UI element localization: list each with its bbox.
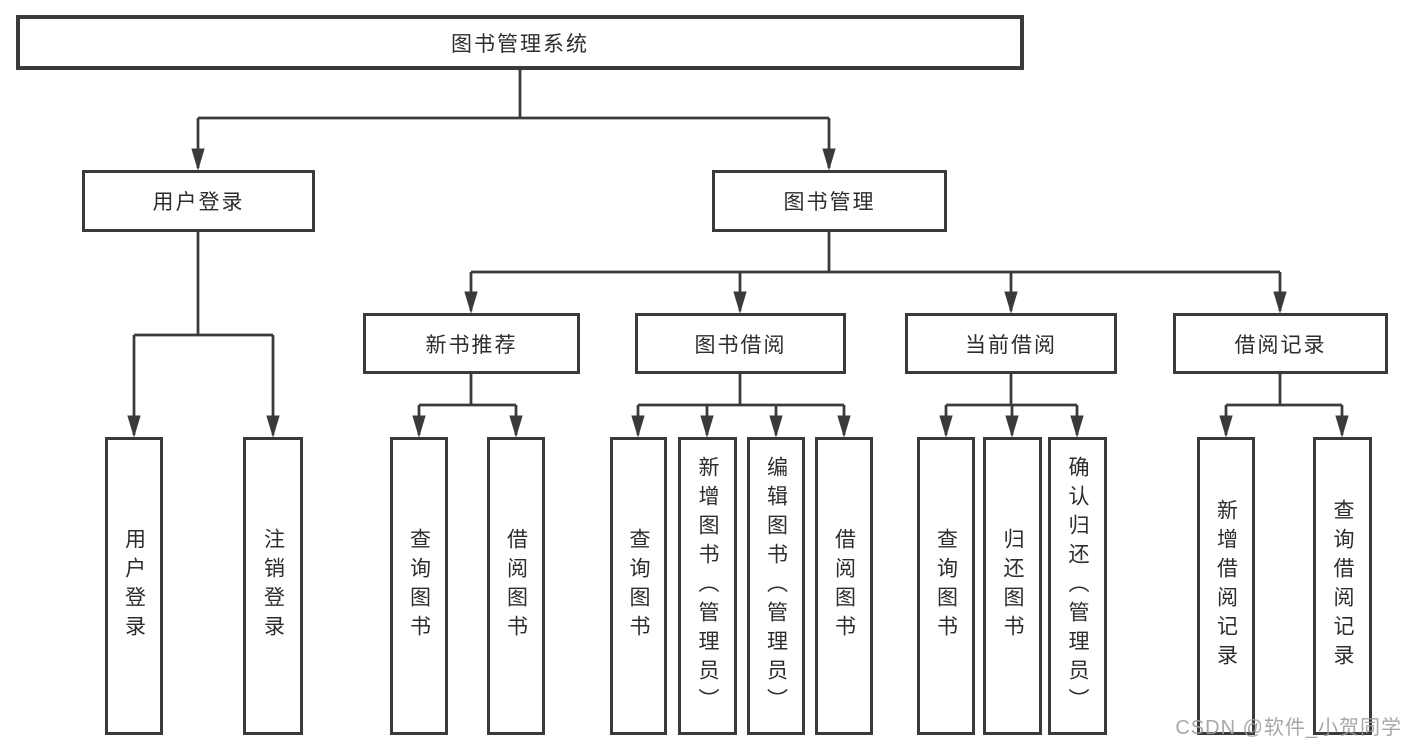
csdn-watermark: CSDN @软件_小贺同学 [1175,717,1402,739]
node-current-borrow: 当前借阅 [905,313,1117,374]
node-book-borrow: 图书借阅 [635,313,846,374]
leaf-logout: 注销登录 [243,437,303,735]
node-user-login: 用户登录 [82,170,315,232]
leaf-query-books-borrow: 查询图书 [610,437,667,735]
leaf-edit-books-admin: 编辑图书（管理员） [747,437,805,735]
node-borrow-records: 借阅记录 [1173,313,1388,374]
leaf-return-books: 归还图书 [983,437,1042,735]
leaf-add-borrow-record: 新增借阅记录 [1197,437,1255,735]
leaf-user-login: 用户登录 [105,437,163,735]
leaf-query-borrow-record: 查询借阅记录 [1313,437,1372,735]
leaf-borrow-books-recommend: 借阅图书 [487,437,545,735]
node-new-book-recommend: 新书推荐 [363,313,580,374]
node-root: 图书管理系统 [16,15,1024,70]
node-book-management: 图书管理 [712,170,947,232]
leaf-query-books-recommend: 查询图书 [390,437,448,735]
leaf-query-books-current: 查询图书 [917,437,975,735]
leaf-add-books-admin: 新增图书（管理员） [678,437,737,735]
leaf-borrow-books: 借阅图书 [815,437,873,735]
leaf-confirm-return-admin: 确认归还（管理员） [1048,437,1107,735]
